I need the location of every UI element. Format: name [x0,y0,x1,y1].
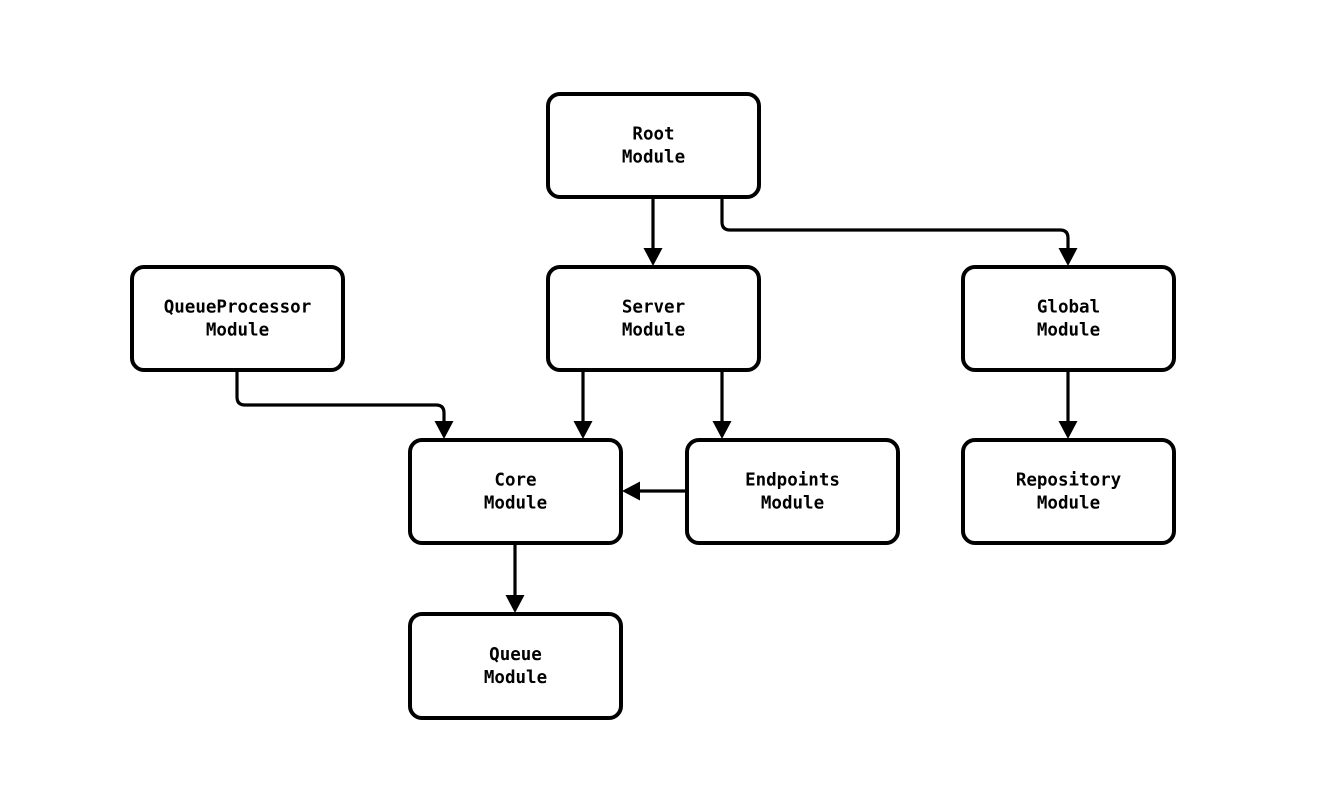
server-module-label-primary: Server [622,298,685,318]
repository-module-box[interactable] [961,438,1176,545]
edge-server-to-endpoints [712,370,732,439]
global-module-label-secondary: Module [1037,321,1100,341]
node-layer: RootModuleQueueProcessorModuleServerModu… [130,92,1176,720]
root-module-label-secondary: Module [622,148,685,168]
server-module-box[interactable] [546,265,761,372]
edge-root-to-global [720,197,1078,266]
edge-layer [235,197,1078,613]
repository-module-label-primary: Repository [1016,471,1122,491]
edge-endpoints-to-core [622,481,687,501]
edge-queueprocessor-to-core-line [235,370,446,421]
queue-module-box[interactable] [408,612,623,720]
edge-root-to-global-arrowhead [1058,248,1078,266]
server-module-label-secondary: Module [622,321,685,341]
edge-server-to-core [573,370,593,439]
queue-processor-module-label-secondary: Module [206,321,269,341]
endpoints-module-label-primary: Endpoints [745,471,840,491]
root-module-box[interactable] [546,92,761,199]
edge-global-to-repository [1058,370,1078,439]
edge-root-to-global-line [720,197,1070,248]
root-module-label-primary: Root [632,125,674,145]
edge-queueprocessor-to-core [235,370,454,439]
global-module-box[interactable] [961,265,1176,372]
queue-module-label-primary: Queue [489,645,542,665]
edge-endpoints-to-core-arrowhead [622,481,640,501]
core-module-box[interactable] [408,438,623,545]
edge-server-to-endpoints-arrowhead [712,421,732,439]
core-module-label-secondary: Module [484,494,547,514]
global-module-label-primary: Global [1037,298,1100,318]
endpoints-module-label-secondary: Module [761,494,824,514]
edge-queueprocessor-to-core-arrowhead [434,421,454,439]
core-module-label-primary: Core [494,471,536,491]
edge-core-to-queue [505,543,525,613]
edge-global-to-repository-arrowhead [1058,421,1078,439]
edge-root-to-server [643,197,663,266]
queue-processor-module-box[interactable] [130,265,345,372]
edge-core-to-queue-arrowhead [505,595,525,613]
edge-root-to-server-arrowhead [643,248,663,266]
endpoints-module-box[interactable] [685,438,900,545]
queue-processor-module-label-primary: QueueProcessor [164,298,312,318]
repository-module-label-secondary: Module [1037,494,1100,514]
edge-server-to-core-arrowhead [573,421,593,439]
queue-module-label-secondary: Module [484,668,547,688]
